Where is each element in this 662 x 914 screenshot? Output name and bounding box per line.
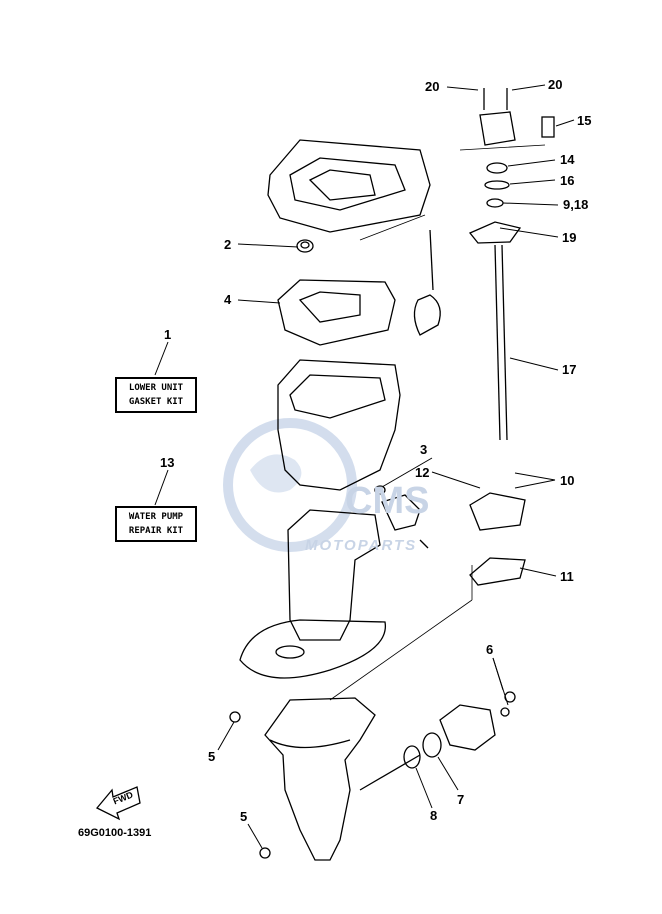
pump-kit-line1: WATER PUMP (128, 512, 184, 522)
callout-13: 13 (160, 455, 175, 470)
anti-cavitation-plate (239, 619, 386, 679)
upper-housing (277, 359, 401, 491)
callout-10: 10 (560, 473, 575, 488)
gearcase (264, 697, 376, 861)
seal-part (296, 239, 314, 253)
outer-plate (468, 221, 522, 244)
propeller-shaft-housing (439, 704, 496, 751)
fwd-arrow-icon (95, 786, 141, 821)
callout-9-18: 9,18 (563, 197, 589, 212)
callout-11: 11 (560, 569, 574, 584)
callout-5b: 5 (240, 809, 248, 824)
callout-16: 16 (560, 173, 575, 188)
oil-seal-housing (469, 492, 526, 531)
callout-20b: 20 (548, 77, 563, 92)
o-ring-8 (403, 745, 421, 769)
upper-casing-cover (267, 139, 431, 233)
callout-20a: 20 (425, 79, 440, 94)
lower-housing (287, 509, 381, 641)
callout-4: 4 (224, 292, 232, 307)
callout-15: 15 (577, 113, 592, 128)
water-tube (413, 294, 441, 336)
watermark-globe (223, 418, 357, 552)
callout-8: 8 (430, 808, 438, 823)
callout-3: 3 (420, 442, 428, 457)
impeller (486, 162, 508, 174)
drive-shaft (494, 244, 501, 441)
o-ring-7 (422, 732, 442, 758)
gasket-kit-box: LOWER UNIT GASKET KIT (115, 377, 197, 413)
callout-19: 19 (562, 230, 577, 245)
callout-12: 12 (415, 465, 430, 480)
callout-6: 6 (486, 642, 494, 657)
watermark-sub: MOTOPARTS (305, 537, 418, 554)
pump-kit-box: WATER PUMP REPAIR KIT (115, 506, 197, 542)
callout-1: 1 (164, 327, 172, 342)
callout-17: 17 (562, 362, 577, 377)
callout-14: 14 (560, 152, 575, 167)
callout-5a: 5 (208, 749, 216, 764)
pump-kit-line2: REPAIR KIT (128, 526, 184, 536)
pump-housing (479, 111, 516, 146)
diagram-code: 69G0100-1391 (78, 827, 152, 839)
gasket-part (277, 279, 396, 346)
gasket-11 (469, 557, 526, 586)
gasket-kit-line2: GASKET KIT (128, 397, 184, 407)
callout-7: 7 (457, 792, 465, 807)
gasket-kit-line1: LOWER UNIT (128, 383, 184, 393)
watermark-brand: CMS (345, 480, 430, 522)
callout-2: 2 (224, 237, 232, 252)
